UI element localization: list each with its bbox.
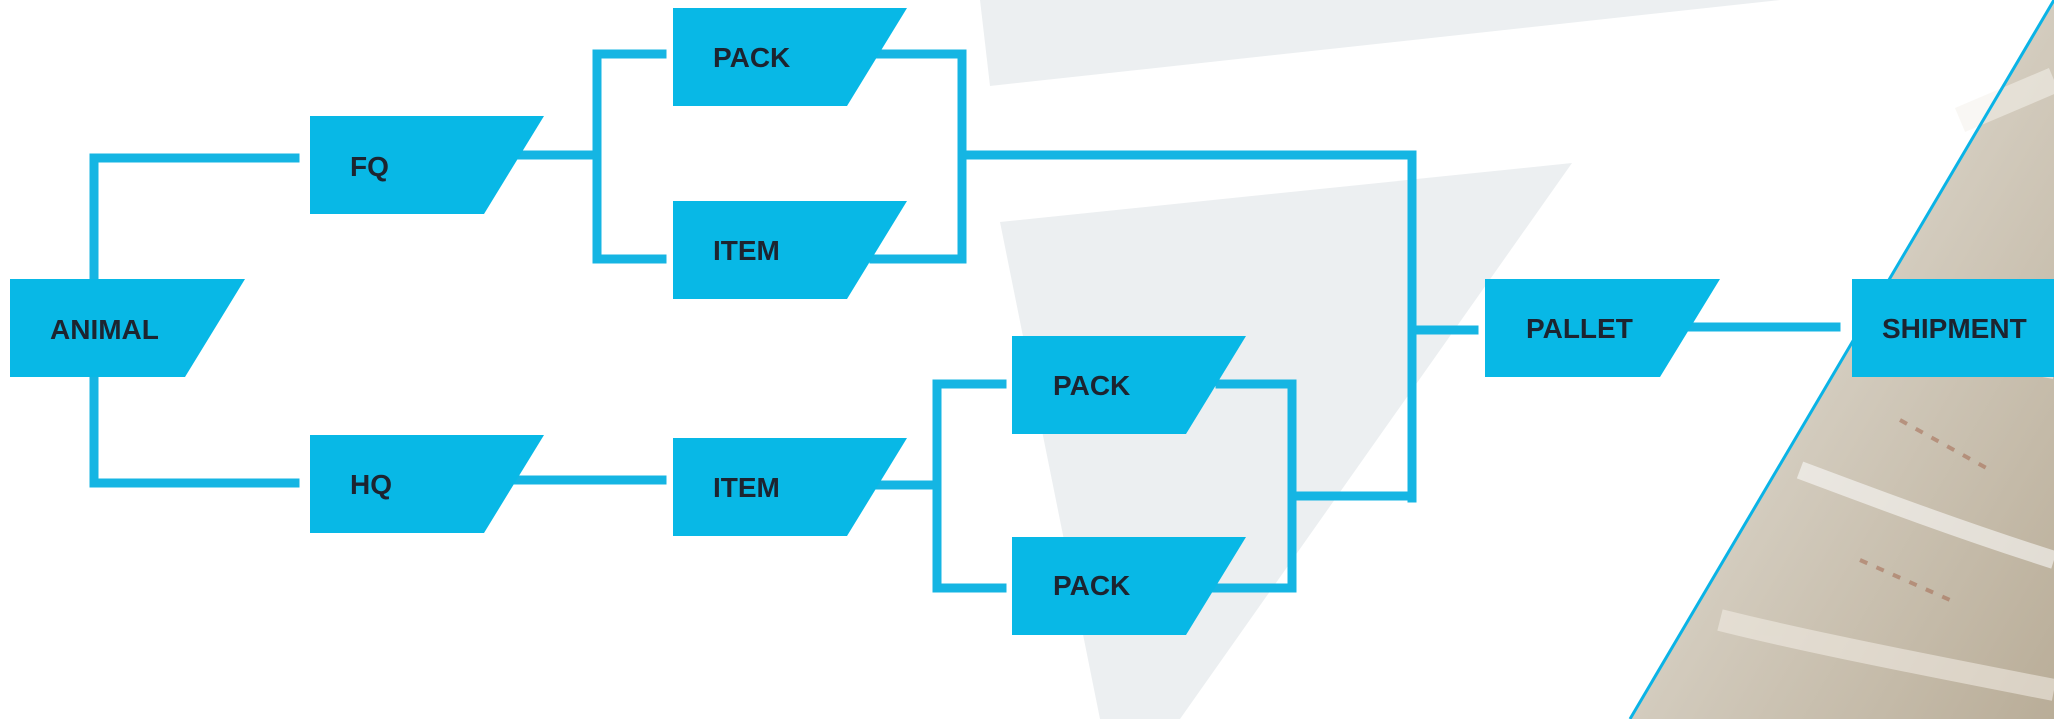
node-label-pack-fq: PACK [713,42,790,73]
node-item-hq: ITEM [673,438,907,536]
node-hq: HQ [310,435,544,533]
node-item-fq: ITEM [673,201,907,299]
node-pallet: PALLET [1485,279,1720,377]
background-band-top [980,0,1780,86]
node-fq: FQ [310,116,544,214]
node-label-item-fq: ITEM [713,235,780,266]
background-wedge-middle [1000,163,1572,719]
node-label-shipment: SHIPMENT [1882,313,2027,344]
node-shape [310,435,544,533]
node-pack-fq: PACK [673,8,907,106]
connector-animal-hq [94,376,295,483]
node-label-pack-hq-bottom: PACK [1053,570,1130,601]
connector-animal-fq [94,158,295,282]
node-label-item-hq: ITEM [713,472,780,503]
node-shape [673,201,907,299]
node-animal: ANIMAL [10,279,245,377]
node-label-animal: ANIMAL [50,314,159,345]
node-shipment: SHIPMENT [1852,279,2054,377]
node-shape [310,116,544,214]
node-label-fq: FQ [350,151,389,182]
node-label-pack-hq-top: PACK [1053,370,1130,401]
connector-fq-branch [518,54,662,259]
node-label-hq: HQ [350,469,392,500]
node-shape [673,438,907,536]
node-label-pallet: PALLET [1526,313,1633,344]
